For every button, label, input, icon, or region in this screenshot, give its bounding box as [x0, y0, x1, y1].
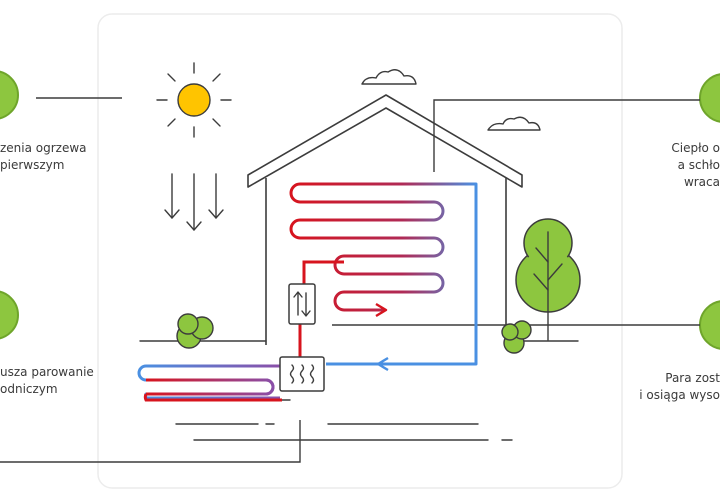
step-circle-top-right — [699, 73, 720, 123]
label-bottom-left-line-2: odniczym — [0, 382, 58, 396]
bush-icon — [176, 313, 532, 354]
ground-collector-pipe — [146, 378, 275, 396]
floor-heating-pipe — [289, 182, 478, 312]
label-bottom-right-line-1: Para zost — [665, 371, 720, 385]
heat-waves-icon — [279, 356, 325, 392]
connector-top-right — [433, 99, 700, 172]
step-circle-bottom-right — [699, 300, 720, 350]
cloud-icon — [361, 69, 417, 85]
house — [247, 94, 523, 345]
label-top-right-line-1: Ciepło o — [671, 141, 720, 155]
updown-arrows-icon — [288, 283, 316, 325]
sun-icon — [156, 62, 232, 138]
flow-arrow-icon — [375, 302, 388, 318]
label-bottom-right-line-2: i osiąga wyso — [639, 388, 720, 402]
ground-collector-pipe — [143, 393, 282, 402]
label-top-left-line-1: zenia ogrzewa — [0, 141, 87, 155]
flow-arrow-icon — [376, 356, 389, 372]
step-circle-top-left — [0, 70, 19, 120]
card-background — [97, 13, 623, 489]
label-bottom-left-line-1: usza parowanie — [0, 365, 94, 379]
supply-pipe — [302, 260, 344, 284]
arrow-down-icon — [164, 173, 224, 231]
tree-icon — [515, 218, 581, 341]
label-top-right-line-3: wraca — [683, 175, 720, 189]
connector-bottom-left — [0, 420, 301, 463]
label-top-right-line-2: a schło — [677, 158, 720, 172]
step-circle-bottom-left — [0, 290, 19, 340]
cloud-icon — [487, 116, 541, 131]
label-top-left-line-2: pierwszym — [0, 158, 65, 172]
return-pipe — [326, 184, 478, 366]
